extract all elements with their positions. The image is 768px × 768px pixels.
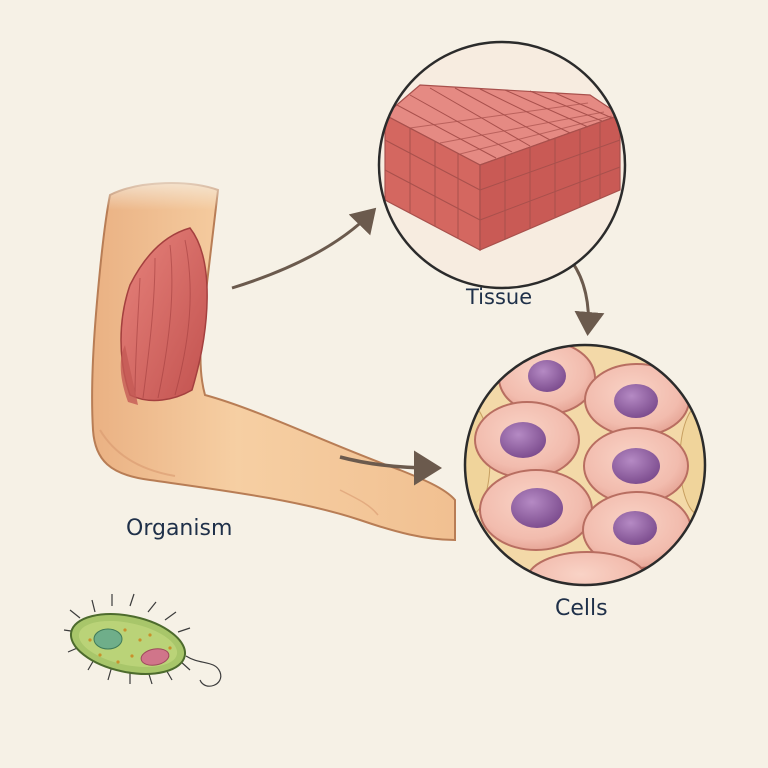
cell	[585, 364, 689, 436]
nucleus	[612, 448, 660, 484]
tissue-label: Tissue	[466, 285, 532, 309]
tissue-magnification	[379, 42, 625, 288]
nucleus	[500, 422, 546, 458]
arrow-organism-to-tissue	[232, 212, 372, 288]
nucleus	[511, 488, 563, 528]
nucleus	[528, 360, 566, 392]
arrow-tissue-to-cells	[572, 262, 588, 330]
cells-label: Cells	[555, 596, 608, 621]
cell	[480, 470, 592, 550]
cell	[475, 402, 579, 478]
bacterium-illustration	[64, 594, 221, 686]
nucleus	[614, 384, 658, 418]
cells-magnification	[450, 342, 720, 608]
nucleus	[613, 511, 657, 545]
organism-label: Organism	[126, 516, 232, 541]
